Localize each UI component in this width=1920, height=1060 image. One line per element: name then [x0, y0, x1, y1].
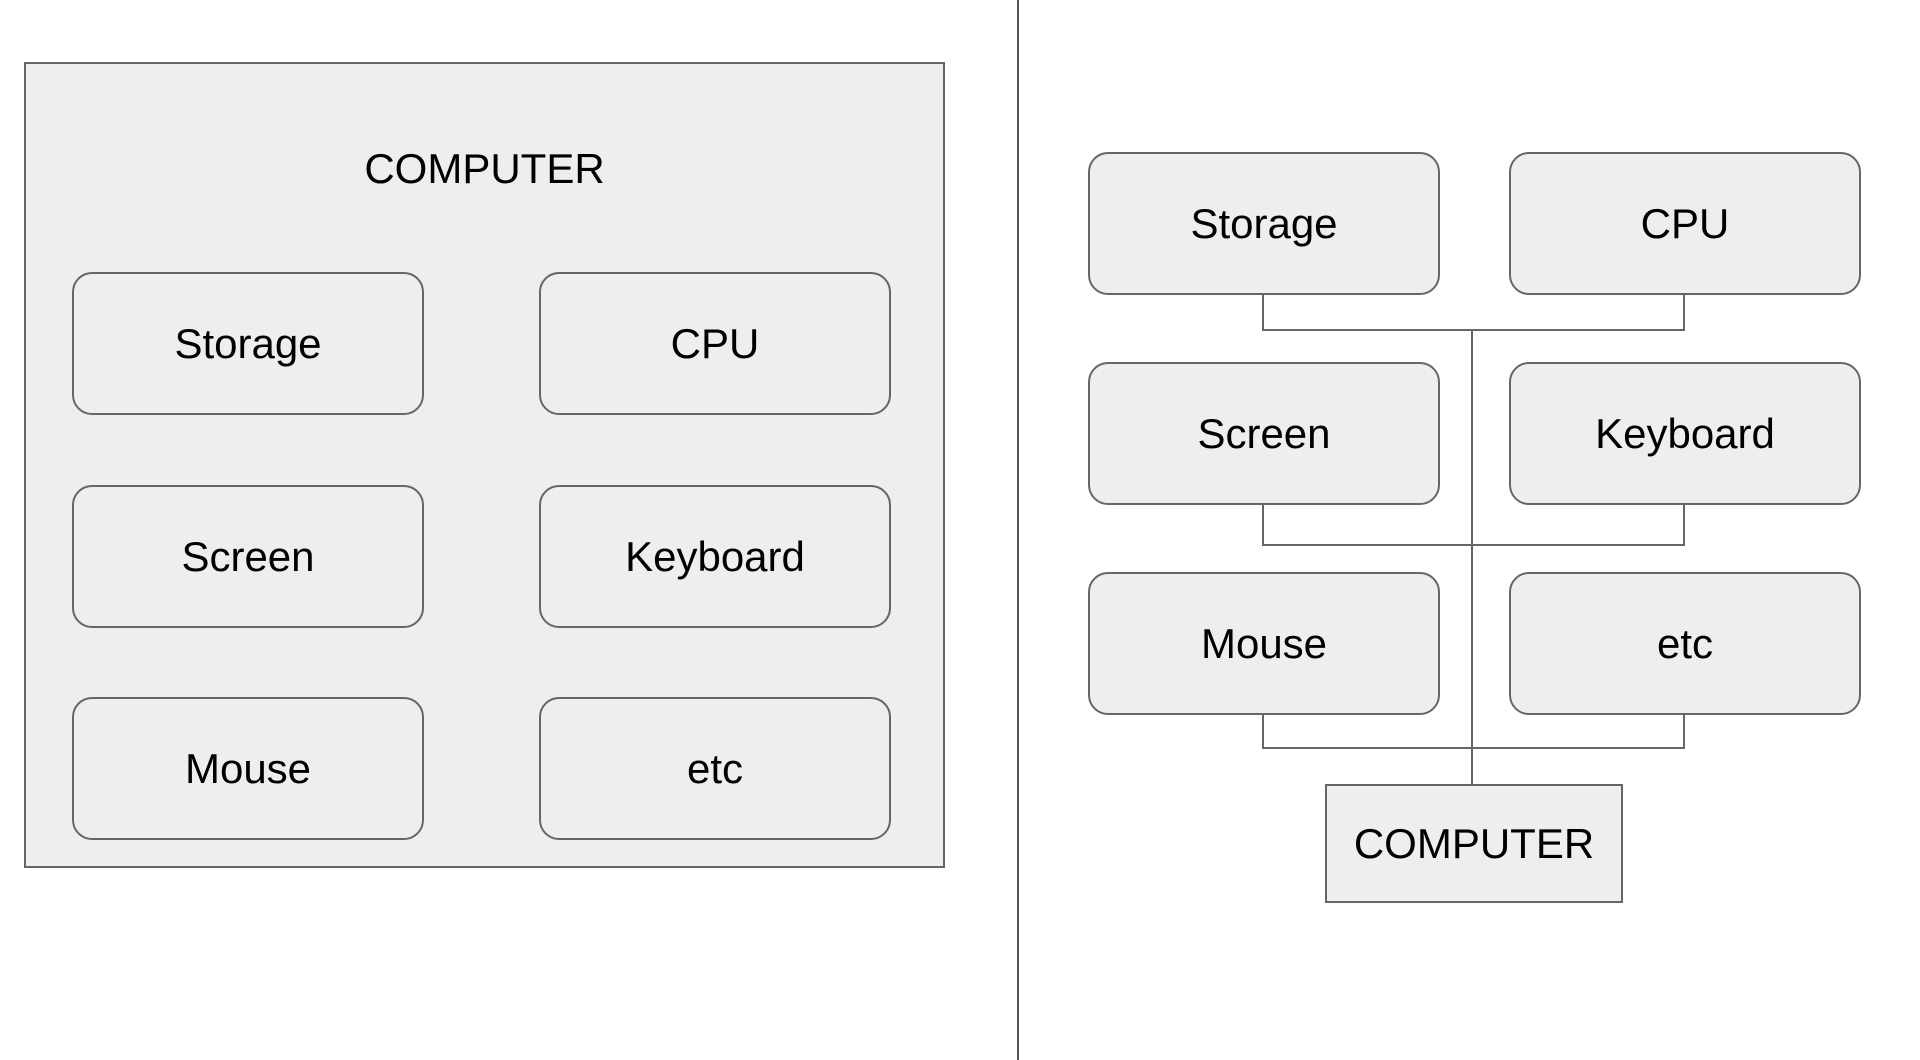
left-node-screen: Screen — [72, 485, 424, 628]
right-node-screen: Screen — [1088, 362, 1440, 505]
right-node-keyboard: Keyboard — [1509, 362, 1861, 505]
left-node-storage: Storage — [72, 272, 424, 415]
bus-branch-row-1 — [1262, 294, 1685, 331]
bus-branch-row-2 — [1262, 505, 1685, 546]
left-node-etc: etc — [539, 697, 891, 840]
right-root-computer: COMPUTER — [1325, 784, 1623, 903]
right-node-etc: etc — [1509, 572, 1861, 715]
right-node-storage: Storage — [1088, 152, 1440, 295]
right-node-cpu: CPU — [1509, 152, 1861, 295]
computer-container-title: COMPUTER — [364, 145, 605, 192]
left-node-cpu: CPU — [539, 272, 891, 415]
right-node-mouse: Mouse — [1088, 572, 1440, 715]
panel-divider — [1017, 0, 1019, 1060]
left-node-keyboard: Keyboard — [539, 485, 891, 628]
left-node-mouse: Mouse — [72, 697, 424, 840]
bus-branch-row-3 — [1262, 715, 1685, 749]
